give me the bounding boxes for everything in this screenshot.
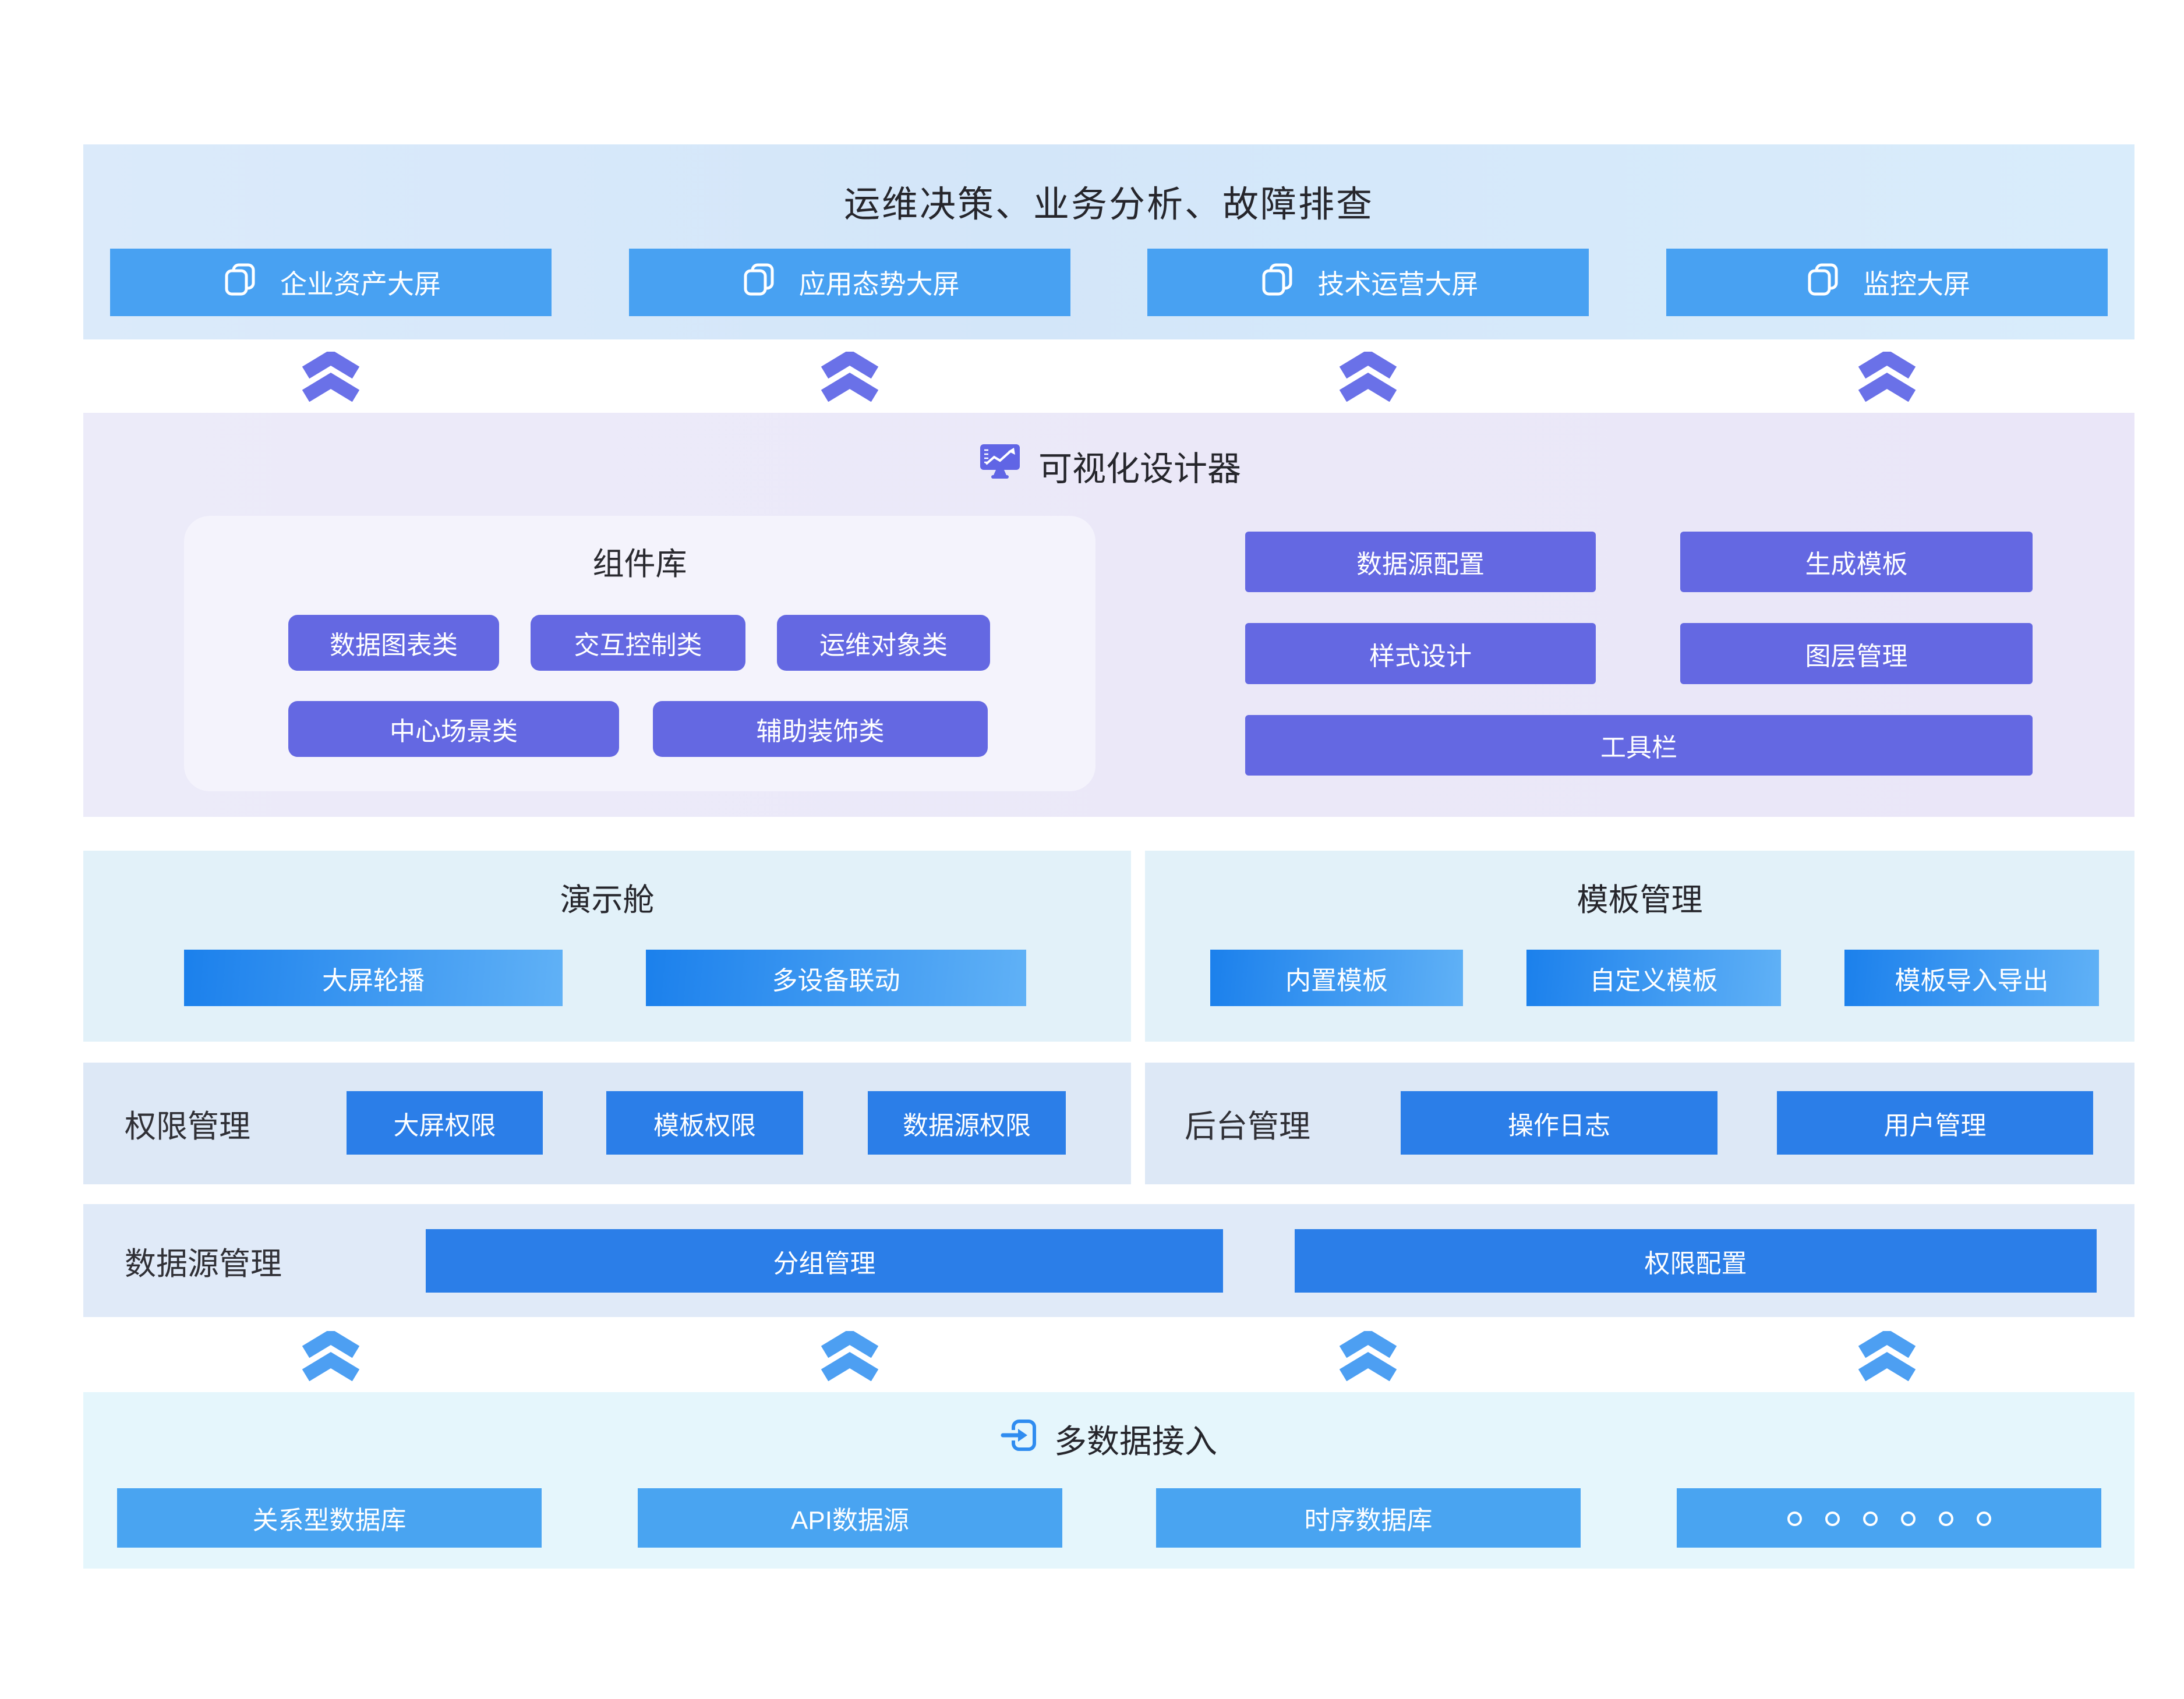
button-group-management[interactable]: 分组管理 [426,1229,1223,1293]
button-label: 技术运营大屏 [1317,269,1479,299]
data-import-icon [1001,1415,1040,1463]
chevron-row-bottom [83,1328,2134,1384]
template-management-section: 模板管理 内置模板 自定义模板 模板导入导出 [1145,851,2134,1042]
chevron-up-icon [296,349,365,405]
button-generate-template[interactable]: 生成模板 [1680,532,2033,592]
data-access-header: 多数据接入 [83,1415,2134,1463]
button-screen-permission[interactable]: 大屏权限 [347,1091,543,1155]
button-template-permission[interactable]: 模板权限 [606,1091,803,1155]
button-template-import-export[interactable]: 模板导入导出 [1844,950,2099,1006]
button-ops-objects[interactable]: 运维对象类 [777,615,990,671]
chevron-row-top [83,349,2134,405]
button-toolbar[interactable]: 工具栏 [1245,715,2033,776]
button-api-datasource[interactable]: API数据源 [638,1488,1062,1548]
ellipsis-dots-icon [1776,1503,2003,1532]
datasource-management-label: 数据源管理 [125,1246,282,1282]
button-interactive-controls[interactable]: 交互控制类 [531,615,745,671]
chevron-up-icon [815,1328,884,1384]
visual-designer-section: 可视化设计器 组件库 数据图表类 交互控制类 运维对象类 中心场景类 辅助装饰类… [83,413,2134,817]
button-label: 企业资产大屏 [280,269,441,299]
component-library-row1: 数据图表类 交互控制类 运维对象类 [288,615,990,671]
button-monitoring-screen[interactable]: 监控大屏 [1666,249,2108,316]
component-library-title: 组件库 [592,547,687,582]
button-datasource-permission[interactable]: 数据源权限 [868,1091,1066,1155]
button-relational-database[interactable]: 关系型数据库 [117,1488,542,1548]
permission-management-section: 权限管理 大屏权限 模板权限 数据源权限 [83,1063,1131,1184]
button-style-design[interactable]: 样式设计 [1245,623,1596,684]
component-library-card: 组件库 数据图表类 交互控制类 运维对象类 中心场景类 辅助装饰类 [184,516,1095,791]
chevron-up-icon [1334,1328,1402,1384]
button-timeseries-database[interactable]: 时序数据库 [1156,1488,1581,1548]
chevron-up-icon [815,349,884,405]
button-builtin-templates[interactable]: 内置模板 [1210,950,1463,1006]
button-layer-management[interactable]: 图层管理 [1680,623,2033,684]
button-custom-templates[interactable]: 自定义模板 [1526,950,1781,1006]
top-banner-buttons: 企业资产大屏 应用态势大屏 技术运营大屏 监控大屏 [110,249,2108,316]
data-access-section: 多数据接入 关系型数据库 API数据源 时序数据库 [83,1392,2134,1569]
top-banner-section: 运维决策、业务分析、故障排查 企业资产大屏 应用态势大屏 技术运营大屏 [83,144,2134,339]
section-title: 可视化设计器 [1038,450,1241,488]
button-multi-device-linkage[interactable]: 多设备联动 [646,950,1026,1006]
visual-designer-header: 可视化设计器 [83,438,2134,493]
button-permission-config[interactable]: 权限配置 [1295,1229,2097,1293]
template-management-title: 模板管理 [1577,883,1703,918]
backend-management-section: 后台管理 操作日志 用户管理 [1145,1063,2134,1184]
screens-stack-icon [221,260,259,305]
button-operation-log[interactable]: 操作日志 [1401,1091,1717,1155]
section-title: 多数据接入 [1054,1423,1217,1460]
button-label: 监控大屏 [1863,269,1970,299]
button-app-status-screen[interactable]: 应用态势大屏 [628,249,1070,316]
button-auxiliary-decoration[interactable]: 辅助装饰类 [653,701,988,757]
button-user-management[interactable]: 用户管理 [1777,1091,2093,1155]
button-more-datasources[interactable] [1677,1488,2101,1548]
button-label: 应用态势大屏 [798,269,960,299]
datasource-management-section: 数据源管理 分组管理 权限配置 [83,1204,2134,1317]
chevron-up-icon [1853,349,1921,405]
screens-stack-icon [1258,260,1296,305]
permission-management-label: 权限管理 [125,1109,250,1144]
chevron-up-icon [1853,1328,1921,1384]
monitor-chart-icon [977,438,1023,493]
component-library-row2: 中心场景类 辅助装饰类 [288,701,988,757]
button-center-scene[interactable]: 中心场景类 [288,701,619,757]
button-screen-carousel[interactable]: 大屏轮播 [184,950,563,1006]
top-banner-title: 运维决策、业务分析、故障排查 [843,185,1374,225]
screens-stack-icon [1804,260,1842,305]
button-data-charts[interactable]: 数据图表类 [288,615,499,671]
backend-management-label: 后台管理 [1185,1109,1310,1144]
demo-cabin-section: 演示舱 大屏轮播 多设备联动 [83,851,1131,1042]
button-enterprise-asset-screen[interactable]: 企业资产大屏 [110,249,552,316]
chevron-up-icon [1334,349,1402,405]
button-datasource-config[interactable]: 数据源配置 [1245,532,1596,592]
demo-cabin-title: 演示舱 [560,883,655,918]
button-tech-operation-screen[interactable]: 技术运营大屏 [1147,249,1589,316]
screens-stack-icon [740,260,778,305]
chevron-up-icon [296,1328,365,1384]
